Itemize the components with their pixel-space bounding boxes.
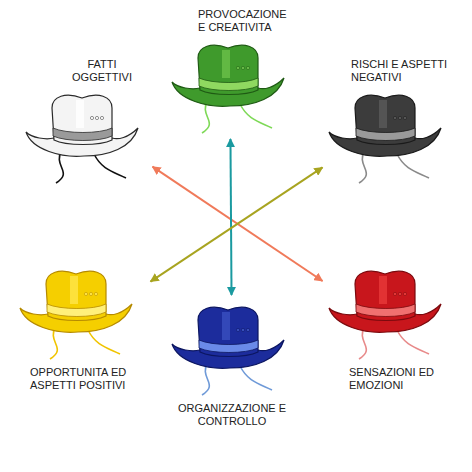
hat-node: ORGANIZZAZIONE E CONTROLLO	[168, 298, 296, 428]
hat-dot	[94, 292, 97, 295]
hat-highlight	[379, 100, 387, 128]
hat-crown	[198, 45, 258, 94]
hat-dot	[403, 292, 406, 295]
hat-illustration	[168, 298, 288, 398]
hat-label: PROVOCAZIONE E CREATIVITA	[198, 8, 294, 34]
hat-crown	[198, 307, 258, 356]
hat-node: PROVOCAZIONE E CREATIVITA	[168, 8, 292, 136]
hat-dot	[90, 116, 93, 119]
hat-highlight	[222, 50, 230, 78]
hat-dot	[393, 116, 396, 119]
hat-dot	[246, 328, 249, 331]
hat-highlight	[222, 312, 230, 340]
hat-dot	[236, 328, 239, 331]
hat-string	[88, 330, 120, 354]
hat-highlight	[76, 100, 84, 128]
hat-string	[240, 104, 272, 128]
hat-dot	[241, 328, 244, 331]
hat-dot	[398, 292, 401, 295]
hat-dot	[246, 66, 249, 69]
hat-string	[94, 154, 126, 178]
hat-band	[356, 128, 415, 141]
hat-label: RISCHI E ASPETTI NEGATIVI	[351, 58, 457, 84]
hat-label: FATTI OGGETTIVI	[66, 58, 138, 84]
hat-illustration	[22, 86, 142, 186]
hat-highlight	[379, 276, 387, 304]
hat-label: SENSAZIONI ED EMOZIONI	[349, 366, 449, 392]
hat-dot	[100, 116, 103, 119]
hat-dot	[393, 292, 396, 295]
hat-node: RISCHI E ASPETTI NEGATIVI	[325, 58, 457, 186]
hat-dot	[398, 116, 401, 119]
hat-illustration	[325, 86, 445, 186]
hat-node: SENSAZIONI ED EMOZIONI	[325, 262, 457, 392]
hat-node: FATTI OGGETTIVI	[22, 58, 150, 186]
hat-band	[199, 340, 258, 353]
hat-label: ORGANIZZAZIONE E CONTROLLO	[176, 402, 288, 428]
hat-dot	[89, 292, 92, 295]
hat-label: OPPORTUNITA ED ASPETTI POSITIVI	[30, 366, 142, 392]
hat-dot	[95, 116, 98, 119]
hat-illustration	[168, 36, 288, 136]
hat-crown	[355, 271, 415, 320]
double-arrow	[230, 139, 231, 295]
hat-crown	[355, 95, 415, 144]
hat-highlight	[70, 276, 78, 304]
hat-node: OPPORTUNITA ED ASPETTI POSITIVI	[16, 262, 148, 392]
hat-band	[53, 128, 112, 141]
hat-illustration	[16, 262, 136, 362]
double-arrow	[151, 167, 323, 281]
hat-band	[199, 78, 258, 91]
hat-illustration	[325, 262, 445, 362]
hat-dot	[84, 292, 87, 295]
hat-crown	[46, 271, 106, 320]
hat-band	[356, 304, 415, 317]
hat-band	[47, 304, 106, 317]
hat-string	[397, 154, 429, 178]
hat-dot	[236, 66, 239, 69]
hat-dot	[241, 66, 244, 69]
hat-string	[240, 366, 272, 390]
hat-string	[397, 330, 429, 354]
hat-dot	[403, 116, 406, 119]
hat-crown	[52, 95, 112, 144]
